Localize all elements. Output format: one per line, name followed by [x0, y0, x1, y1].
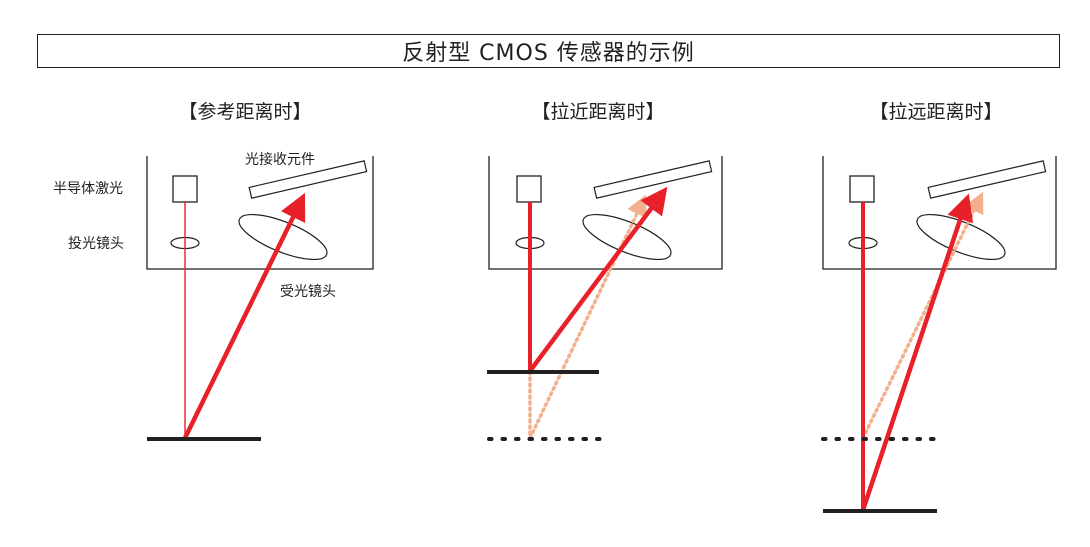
receiver-element	[927, 160, 1047, 199]
label-receiver-element: 光接收元件	[245, 151, 315, 168]
panel-farther	[821, 156, 1057, 513]
label-receiver-lens: 受光镜头	[280, 284, 336, 300]
reference-reflected-beam	[861, 191, 984, 440]
sensor-housing	[822, 156, 1057, 270]
label-projector-lens: 投光镜头	[68, 236, 124, 252]
sensor-housing	[146, 156, 374, 270]
laser-diode	[172, 175, 198, 203]
reflected-beam	[182, 192, 306, 439]
panel-reference: 半导体激光 投光镜头 光接收元件 受光镜头	[53, 151, 374, 441]
panel-heading-reference: 【参考距离时】	[178, 101, 311, 123]
label-laser: 半导体激光	[53, 180, 123, 197]
reflected-beam	[860, 193, 974, 511]
receiver-element	[248, 160, 368, 199]
reflected-beam	[528, 186, 668, 373]
diagram-title: 反射型 CMOS 传感器的示例	[37, 34, 1060, 68]
laser-diode	[516, 175, 542, 203]
panel-heading-farther: 【拉远距离时】	[869, 101, 1002, 123]
panel-closer	[487, 156, 723, 441]
receiver-element	[593, 160, 713, 199]
panel-heading-closer: 【拉近距离时】	[531, 101, 664, 123]
laser-diode	[849, 175, 875, 203]
reference-reflected-beam	[528, 194, 647, 440]
